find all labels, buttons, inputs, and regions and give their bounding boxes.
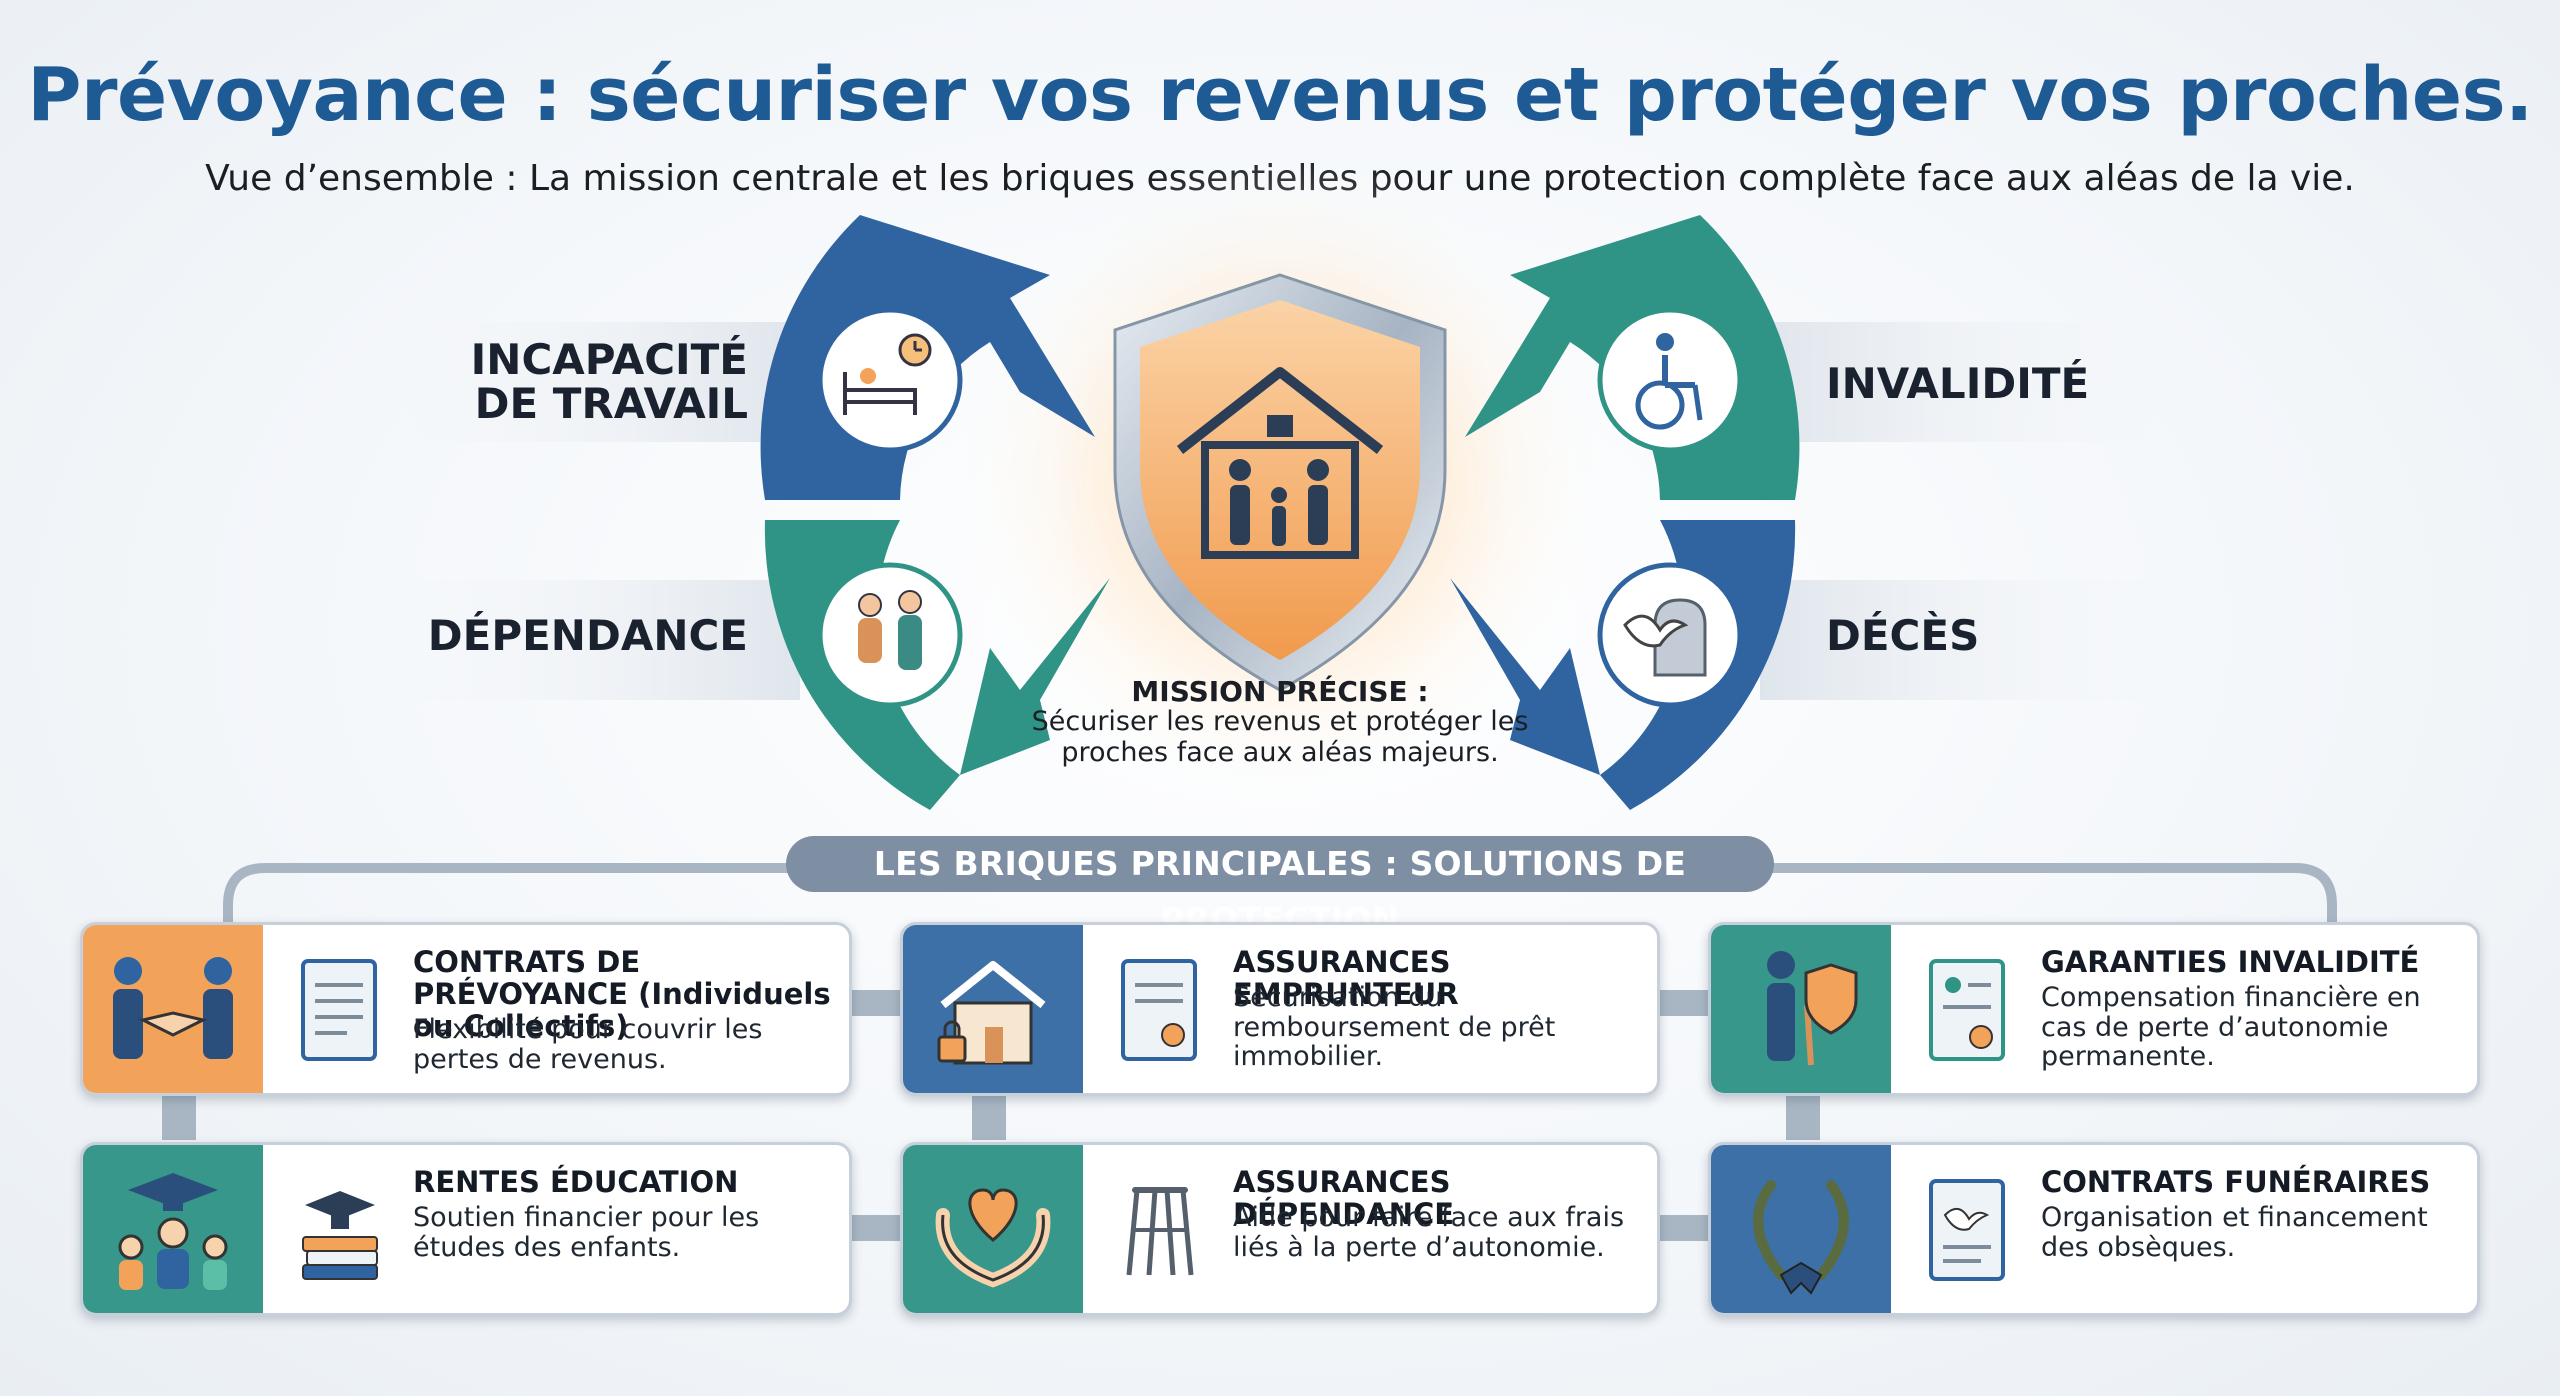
document-icon	[301, 959, 377, 1061]
house-lock-icon	[903, 925, 1083, 1093]
shield-house-family-icon	[1113, 273, 1447, 692]
band-top-right	[1760, 322, 2180, 442]
dove-document-icon	[1929, 1179, 2005, 1281]
page-title: Prévoyance : sécuriser vos revenus et pr…	[27, 52, 2533, 138]
card-description: Compensation financière en cas de perte …	[2041, 982, 2421, 1073]
walker-icon	[1126, 1187, 1194, 1276]
document-icon	[1929, 959, 2005, 1061]
card-garanties-invalidite: GARANTIES INVALIDITÉ Compensation financ…	[1708, 922, 2480, 1096]
card-description: Aide pour faire face aux frais liés à la…	[1233, 1202, 1625, 1263]
mission-title: MISSION PRÉCISE :	[1131, 675, 1429, 708]
band-top-left	[380, 322, 800, 442]
card-description: Flexibilité pour couvrir les pertes de r…	[413, 1014, 763, 1075]
band-bottom-right	[1760, 580, 2180, 700]
risk-label-incapacite: INCAPACITÉ DE TRAVAIL	[470, 335, 748, 429]
card-title: ASSURANCES DÉPENDANCE	[1233, 1165, 1455, 1231]
bed-clock-icon	[817, 307, 963, 453]
risk-label-dependance: DÉPENDANCE	[427, 611, 748, 660]
card-contrats-funeraires: CONTRATS FUNÉRAIRES Organisation et fina…	[1708, 1142, 2480, 1316]
graduation-family-icon	[83, 1145, 263, 1313]
card-assurances-emprunteur: ASSURANCES EMPRUNTEUR Sécurisation du re…	[900, 922, 1660, 1096]
handshake-icon	[83, 925, 263, 1093]
card-title: ASSURANCES EMPRUNTEUR	[1233, 945, 1459, 1011]
band-bottom-left	[380, 580, 800, 700]
laurel-wreath-icon	[1711, 1145, 1891, 1313]
person-cane-shield-icon	[1711, 925, 1891, 1093]
books-cap-icon	[302, 1191, 378, 1280]
card-title: CONTRATS FUNÉRAIRES	[2041, 1165, 2431, 1199]
link-col3	[1786, 1090, 1820, 1140]
risk-label-deces: DÉCÈS	[1826, 611, 1980, 660]
section-banner: LES BRIQUES PRINCIPALES : SOLUTIONS DE P…	[786, 836, 1774, 939]
card-title: CONTRATS DE PRÉVOYANCE (Individuels ou C…	[413, 945, 831, 1043]
link-col2	[972, 1090, 1006, 1140]
card-description: Sécurisation du remboursement de prêt im…	[1233, 982, 1556, 1073]
caregiver-icon	[817, 562, 963, 708]
card-rentes-education: RENTES ÉDUCATION Soutien financier pour …	[80, 1142, 852, 1316]
dove-gravestone-icon	[1597, 562, 1743, 708]
card-title: GARANTIES INVALIDITÉ	[2041, 945, 2420, 979]
mission-text-block: MISSION PRÉCISE : Sécuriser les revenus …	[1030, 676, 1530, 768]
card-title: RENTES ÉDUCATION	[413, 1165, 739, 1199]
card-assurances-dependance: ASSURANCES DÉPENDANCE Aide pour faire fa…	[900, 1142, 1660, 1316]
risk-label-invalidite: INVALIDITÉ	[1826, 359, 2090, 408]
heart-hands-icon	[903, 1145, 1083, 1313]
link-col1	[162, 1090, 196, 1140]
document-icon	[1121, 959, 1197, 1061]
card-description: Soutien financier pour les études des en…	[413, 1202, 760, 1263]
mission-description: Sécuriser les revenus et protéger les pr…	[1031, 706, 1529, 768]
card-description: Organisation et financement des obsèques…	[2041, 1202, 2428, 1263]
wheelchair-icon	[1597, 307, 1743, 453]
card-contrats-prevoyance: CONTRATS DE PRÉVOYANCE (Individuels ou C…	[80, 922, 852, 1096]
